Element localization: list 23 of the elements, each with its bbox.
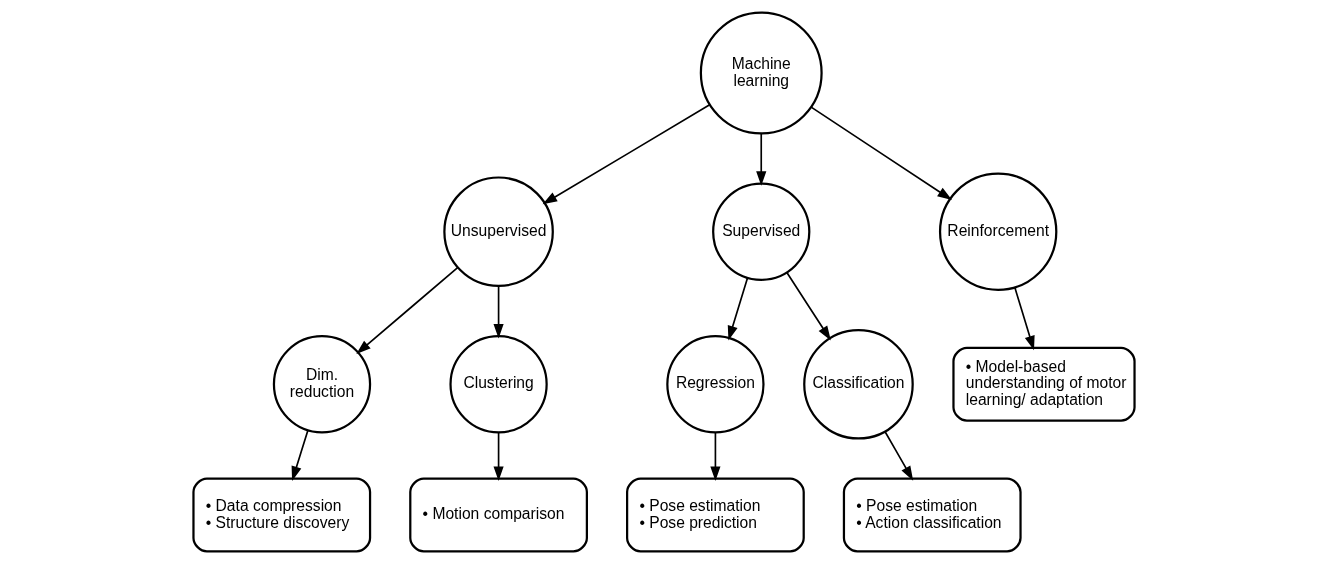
arrow (727, 277, 749, 341)
arrow (1014, 286, 1035, 351)
arrow (542, 104, 711, 205)
node-circle: Supervised (712, 182, 811, 281)
arrow (786, 271, 831, 341)
arrow (493, 431, 504, 481)
node-box: • Model-based understanding of motor learning/ adaptation (952, 346, 1136, 422)
node-box: • Motion comparison (409, 477, 588, 553)
node-circle: Classification (803, 328, 914, 440)
node-box: • Pose estimation • Pose prediction (626, 477, 805, 553)
arrow (356, 266, 459, 354)
node-box: • Data compression • Structure discovery (192, 477, 372, 553)
arrow (810, 106, 953, 201)
arrow (291, 429, 309, 481)
arrow (756, 132, 767, 186)
arrow (884, 430, 914, 481)
node-circle: Unsupervised (443, 176, 554, 288)
node-circle: Machine learning (699, 11, 823, 135)
node-box: • Pose estimation • Action classification (842, 477, 1022, 553)
node-circle: Clustering (449, 335, 548, 434)
node-circle: Regression (666, 335, 765, 434)
arrow (710, 431, 721, 481)
arrow (493, 285, 504, 339)
